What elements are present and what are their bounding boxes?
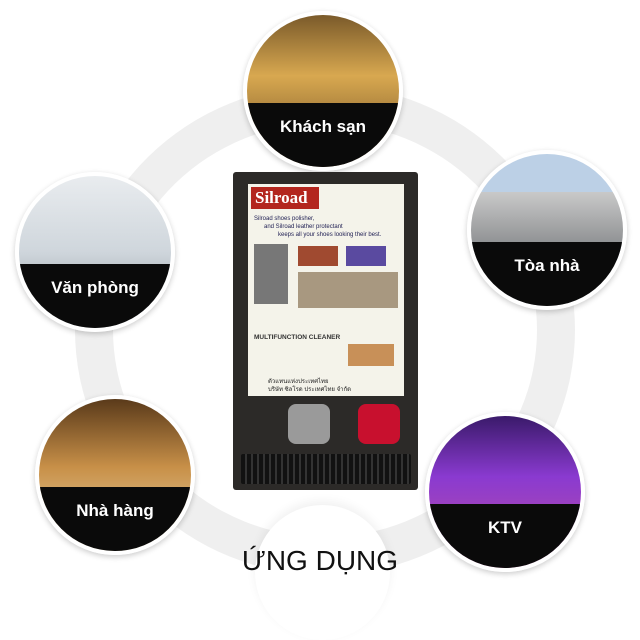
product-image xyxy=(298,272,398,308)
app-label: Khách sạn xyxy=(280,117,366,137)
grey-brush xyxy=(288,404,330,444)
product-image xyxy=(254,244,288,304)
app-office: Văn phòng xyxy=(15,172,175,332)
app-label: Nhà hàng xyxy=(76,501,154,521)
app-hotel: Khách sạn xyxy=(243,11,403,171)
app-building: Tòa nhà xyxy=(467,150,627,310)
page-title: ỨNG DỤNG xyxy=(241,545,399,576)
brand-logo: Silroad xyxy=(251,187,319,209)
app-restaurant: Nhà hàng xyxy=(35,395,195,555)
shoe-polisher-machine: Silroad Silroad shoes polisher, and Silr… xyxy=(233,172,418,490)
product-image xyxy=(346,246,386,266)
tagline-1: Silroad shoes polisher, xyxy=(254,216,315,222)
app-label: Văn phòng xyxy=(51,278,139,298)
red-brush xyxy=(358,404,400,444)
tagline-2: and Silroad leather protectant xyxy=(264,224,343,230)
thai-text-1: ตัวแทนแห่งประเทศไทย xyxy=(268,379,329,385)
product-image xyxy=(348,344,394,366)
machine-poster: Silroad Silroad shoes polisher, and Silr… xyxy=(248,184,404,396)
tagline-3: keeps all your shoes looking their best. xyxy=(278,232,382,238)
thai-text-2: บริษัท ซิลโรด ประเทศไทย จำกัด xyxy=(268,387,352,393)
section-heading: MULTIFUNCTION CLEANER xyxy=(254,334,341,341)
app-ktv: KTV xyxy=(425,412,585,572)
foot-tray xyxy=(241,454,411,484)
app-label: Tòa nhà xyxy=(514,256,580,276)
app-label: KTV xyxy=(488,518,522,538)
product-image xyxy=(298,246,338,266)
